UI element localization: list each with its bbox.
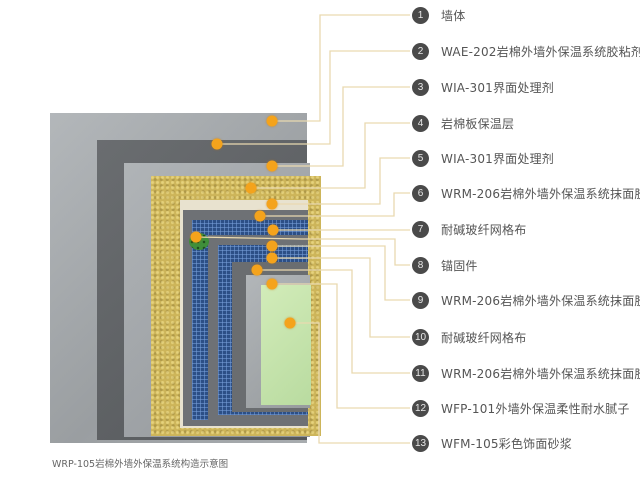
- callout-dot: [267, 224, 279, 236]
- legend-label: 锚固件: [441, 258, 478, 273]
- number-badge: 2: [412, 42, 429, 60]
- legend-item-5: 5 WIA-301界面处理剂: [412, 149, 554, 167]
- legend-item-9: 9 WRM-206岩棉外墙外保温系统抹面胶浆: [412, 291, 640, 309]
- callout-dot: [284, 317, 296, 329]
- legend-item-4: 4 岩棉板保温层: [412, 114, 514, 132]
- legend-label: 墙体: [441, 8, 466, 23]
- callout-dot: [211, 138, 223, 150]
- callout-dot: [266, 252, 278, 264]
- legend-label: 耐碱玻纤网格布: [441, 330, 527, 345]
- callout-dot: [251, 264, 263, 276]
- legend-item-12: 12 WFP-101外墙外保温柔性耐水腻子: [412, 399, 630, 417]
- number-badge: 8: [412, 256, 429, 274]
- legend-label: 耐碱玻纤网格布: [441, 222, 527, 237]
- number-badge: 11: [412, 364, 429, 382]
- legend-item-2: 2 WAE-202岩棉外墙外保温系统胶粘剂: [412, 42, 640, 60]
- callout-dot: [266, 115, 278, 127]
- callout-dot: [266, 278, 278, 290]
- callout-dot: [266, 160, 278, 172]
- number-badge: 5: [412, 149, 429, 167]
- legend-item-10: 10 耐碱玻纤网格布: [412, 328, 526, 346]
- legend-item-8: 8 锚固件: [412, 256, 478, 274]
- legend-label: WIA-301界面处理剂: [441, 80, 554, 95]
- number-badge: 6: [412, 184, 429, 202]
- number-badge: 13: [412, 434, 429, 452]
- number-badge: 12: [412, 399, 429, 417]
- legend-item-7: 7 耐碱玻纤网格布: [412, 220, 526, 238]
- legend-label: WAE-202岩棉外墙外保温系统胶粘剂: [441, 44, 640, 59]
- number-badge: 4: [412, 114, 429, 132]
- number-badge: 3: [412, 78, 429, 96]
- callout-dot: [254, 210, 266, 222]
- callout-dot: [245, 182, 257, 194]
- legend-item-13: 13 WFM-105彩色饰面砂浆: [412, 434, 572, 452]
- layer-finish-mortar: [261, 285, 311, 405]
- number-badge: 9: [412, 291, 429, 309]
- number-badge: 1: [412, 6, 429, 24]
- legend-item-1: 1 墙体: [412, 6, 465, 24]
- callout-dot: [266, 198, 278, 210]
- callout-dot: [190, 231, 202, 243]
- legend-label: WIA-301界面处理剂: [441, 151, 554, 166]
- legend-label: WFP-101外墙外保温柔性耐水腻子: [441, 401, 630, 416]
- legend-item-3: 3 WIA-301界面处理剂: [412, 78, 554, 96]
- number-badge: 10: [412, 328, 429, 346]
- callout-dot: [266, 240, 278, 252]
- diagram-caption: WRP-105岩棉外墙外保温系统构造示意图: [52, 459, 229, 470]
- legend-label: WFM-105彩色饰面砂浆: [441, 436, 572, 451]
- legend-label: WRM-206岩棉外墙外保温系统抹面胶浆: [441, 186, 640, 201]
- legend-label: WRM-206岩棉外墙外保温系统抹面胶浆: [441, 366, 640, 381]
- legend-label: WRM-206岩棉外墙外保温系统抹面胶浆: [441, 293, 640, 308]
- legend-label: 岩棉板保温层: [441, 116, 515, 131]
- legend-item-6: 6 WRM-206岩棉外墙外保温系统抹面胶浆: [412, 184, 640, 202]
- legend-item-11: 11 WRM-206岩棉外墙外保温系统抹面胶浆: [412, 364, 640, 382]
- number-badge: 7: [412, 220, 429, 238]
